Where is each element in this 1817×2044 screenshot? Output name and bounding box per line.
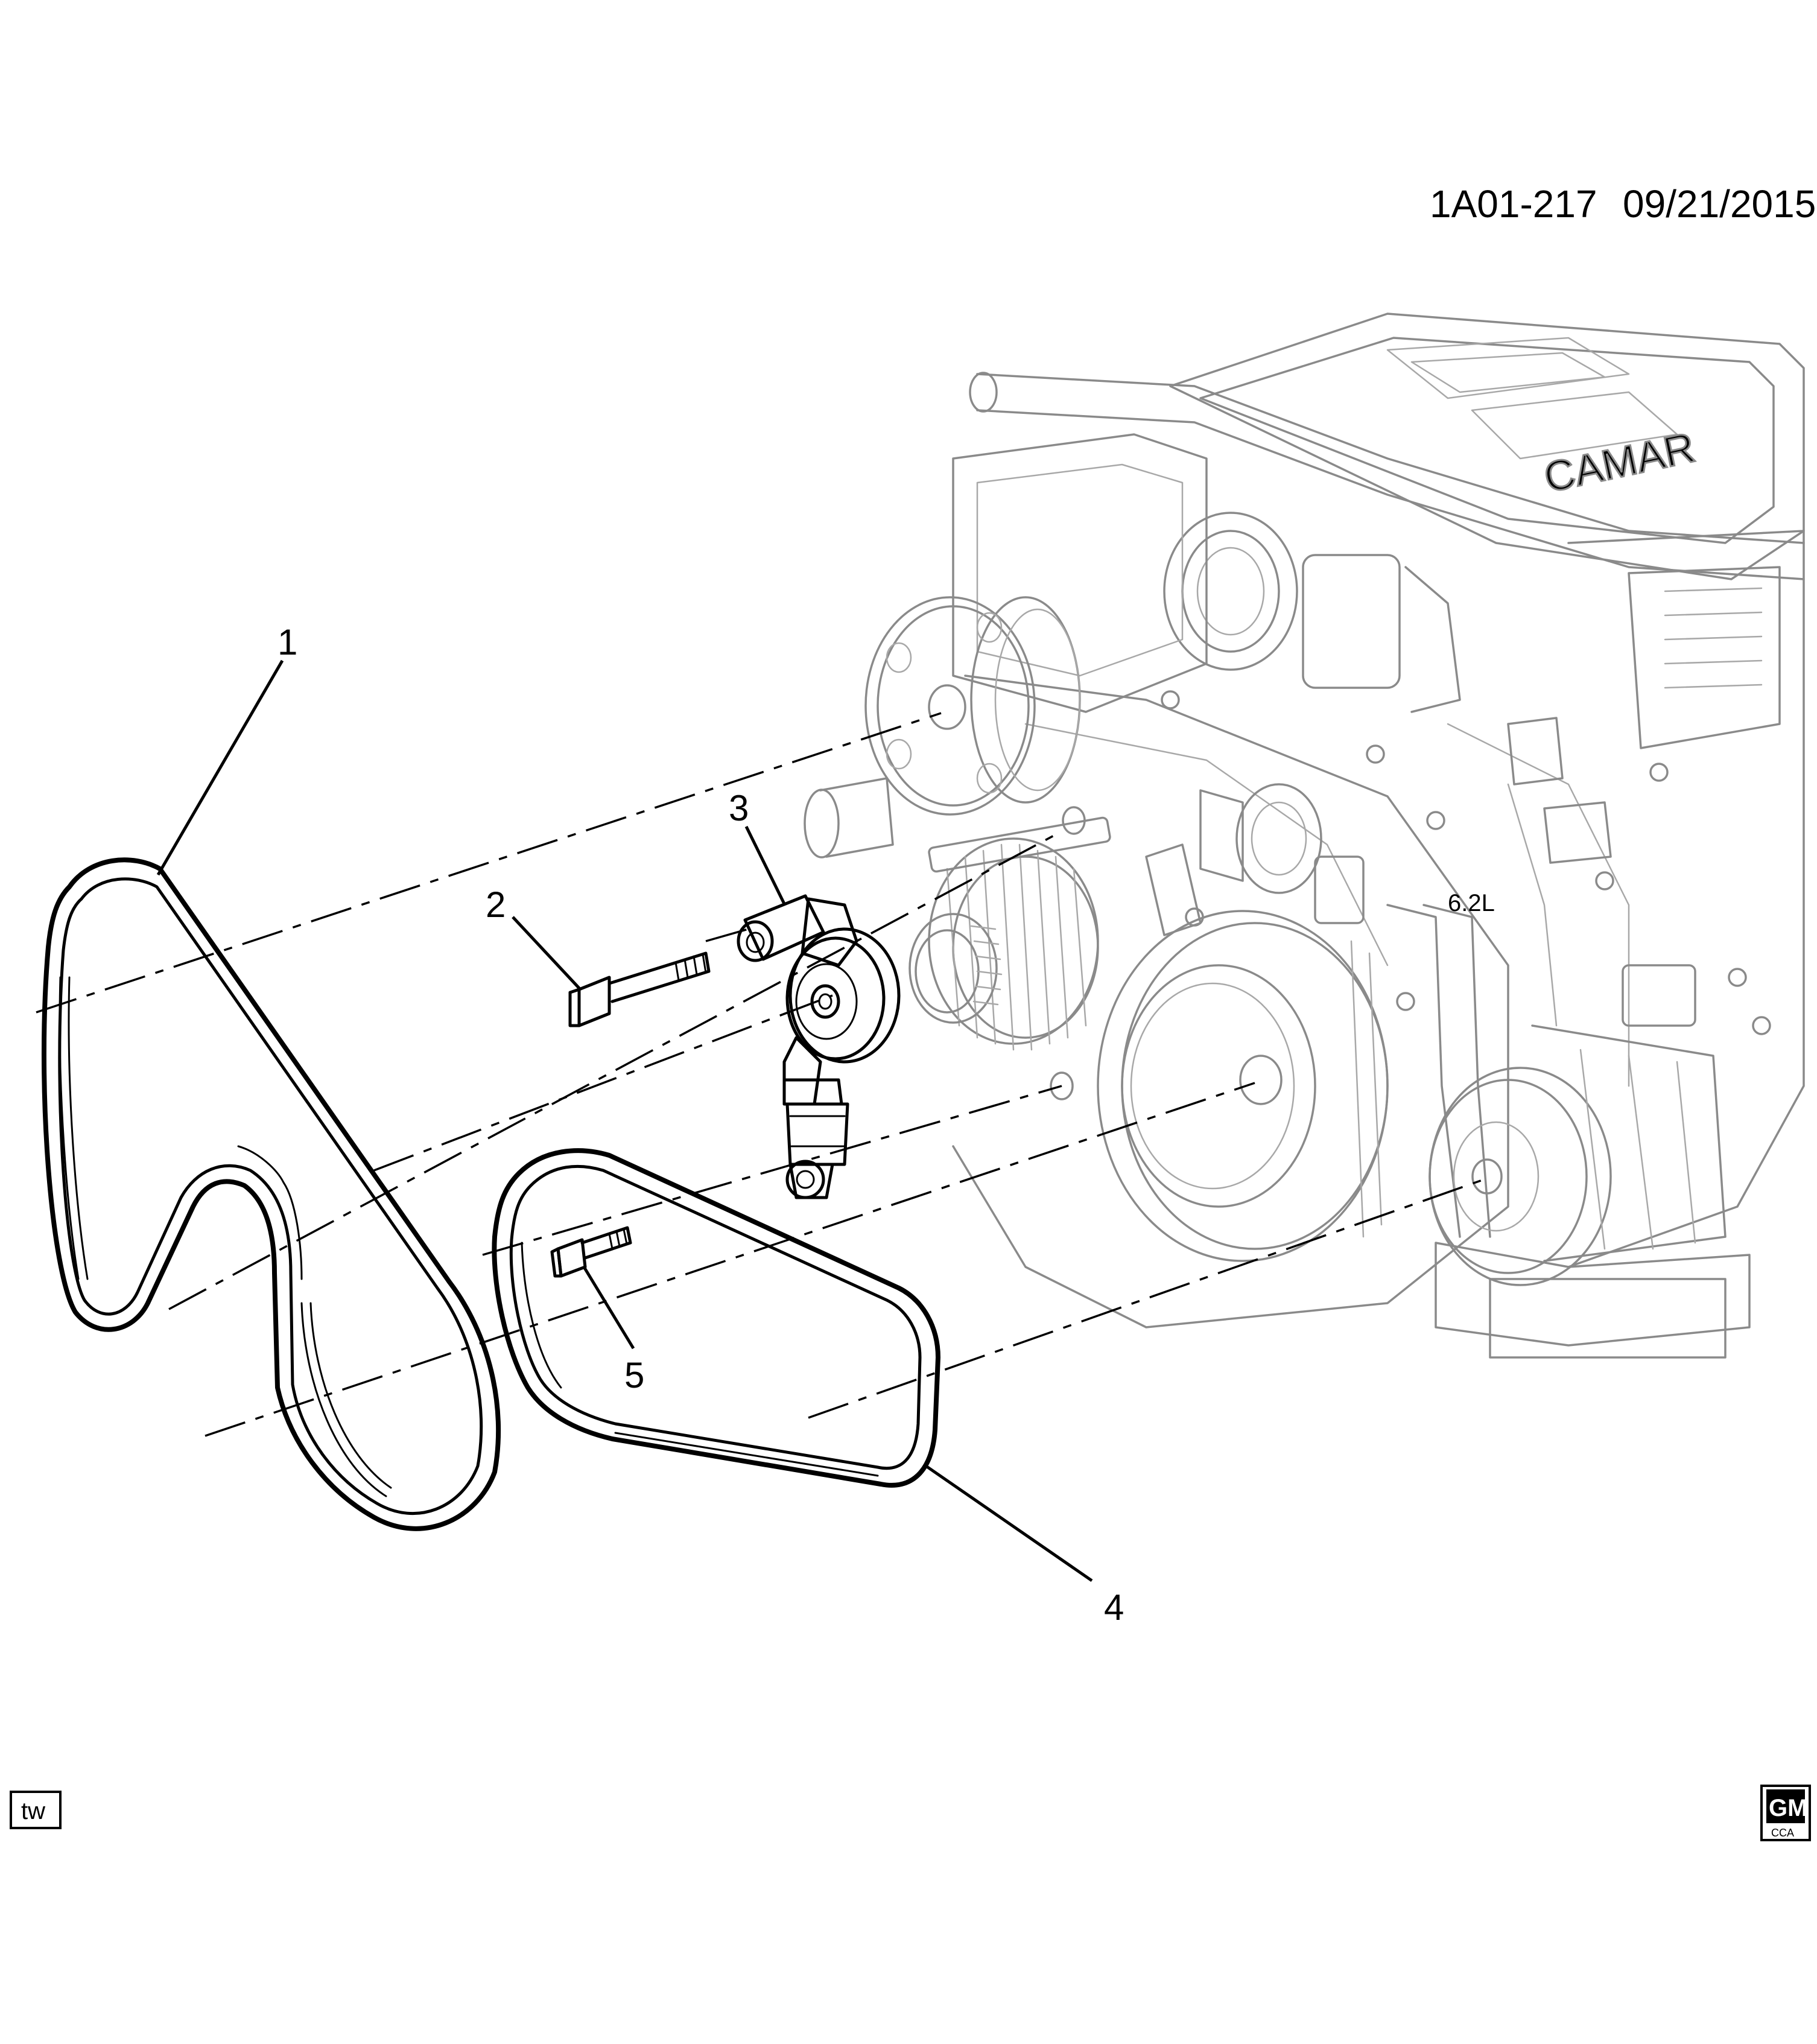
callout-numbers: 1 2 3 4 5 [277, 622, 1124, 1628]
callout-2: 2 [486, 884, 506, 925]
gm-logo: GM CCA [1760, 1785, 1811, 1841]
engine-assembly: CAMAR [804, 313, 1805, 1359]
belt-tensioner-assembly [737, 894, 901, 1199]
tw-tag: tw [10, 1791, 62, 1829]
gm-logo-text: GM [1769, 1795, 1807, 1821]
leader-3 [744, 825, 786, 905]
tensioner-bolt [568, 951, 711, 1027]
centerline-water-pump [36, 712, 942, 1014]
drive-belt-secondary [492, 1148, 940, 1488]
engine-cover-text: CAMAR [1540, 424, 1699, 501]
callout-1: 1 [277, 622, 297, 662]
leader-1 [156, 659, 284, 876]
callout-leaders [156, 659, 1093, 1582]
engine-badge-text: 6.2L [1448, 890, 1495, 916]
callout-5: 5 [624, 1355, 644, 1395]
gm-logo-subtext: CCA [1771, 1827, 1794, 1839]
leader-2 [512, 916, 582, 991]
alignment-centerlines [36, 712, 1485, 1437]
callout-3: 3 [729, 788, 749, 828]
centerline-tensioner [373, 994, 833, 1172]
tw-tag-text: tw [21, 1798, 45, 1824]
centerline-ac-compressor [808, 1178, 1485, 1419]
callout-4: 4 [1104, 1587, 1124, 1628]
belt-bolt [550, 1226, 632, 1278]
drive-belt-main [41, 857, 501, 1531]
diagram-date: 09/21/2015 [1623, 182, 1816, 226]
leader-5 [582, 1266, 635, 1350]
centerline-idler [168, 830, 1062, 1310]
centerline-alternator [482, 1085, 1062, 1256]
centerline-crankshaft [205, 1082, 1255, 1437]
leader-4 [925, 1464, 1093, 1582]
diagram-code: 1A01-217 [1430, 182, 1597, 226]
